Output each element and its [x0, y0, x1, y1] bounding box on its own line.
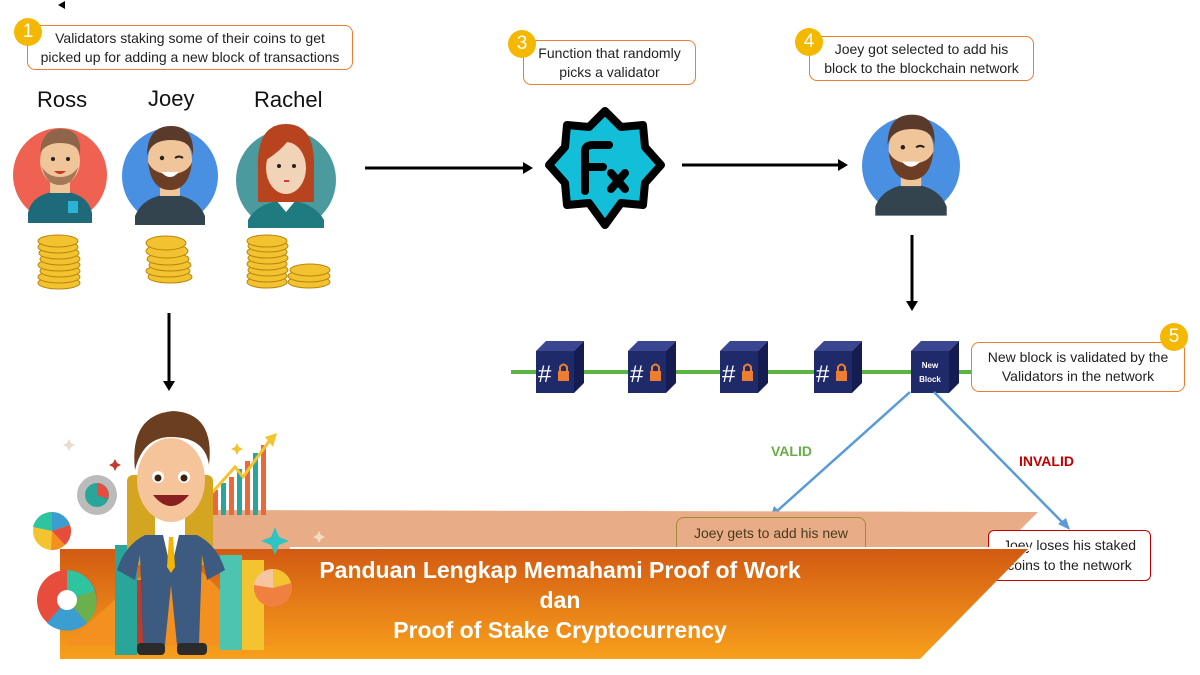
lock-icon	[650, 371, 661, 381]
step5-text: New block is validated by the Validators…	[987, 349, 1169, 384]
lock-icon	[742, 371, 753, 381]
step4-badge: 4	[795, 28, 823, 56]
hash-symbol: #	[722, 361, 736, 388]
title-banner	[60, 549, 1028, 659]
step5-badge: 5	[1160, 323, 1188, 351]
joey-coin-stack-icon	[145, 235, 193, 284]
ross-coin-stack-icon	[37, 234, 81, 290]
banner-title: Panduan Lengkap Memahami Proof of Work d…	[300, 555, 820, 645]
lock-icon	[836, 371, 847, 381]
valid-label: VALID	[771, 443, 812, 459]
arrow-to-selected	[682, 159, 848, 171]
step4-text: Joey got selected to add his block to th…	[824, 40, 1019, 76]
hash-symbol: #	[816, 361, 830, 388]
step1-text: Validators staking some of their coins t…	[40, 29, 340, 65]
new-block-label-line2: Block	[919, 375, 941, 384]
rachel-avatar	[236, 124, 336, 228]
joey-avatar	[122, 126, 218, 225]
step3-callout: Function that randomly picks a validator	[523, 40, 696, 85]
play-marker-icon	[58, 1, 65, 9]
invalid-outcome-text: Joey loses his staked coins to the netwo…	[1002, 537, 1137, 573]
arrow-to-new-block	[906, 235, 918, 311]
new-block-label-line1: New	[922, 361, 939, 370]
hash-symbol: #	[630, 361, 644, 388]
validator-name-joey: Joey	[148, 86, 195, 111]
step5-callout: New block is validated by the Validators…	[971, 342, 1185, 392]
function-fx-icon	[545, 107, 665, 229]
invalid-label: INVALID	[1019, 453, 1074, 469]
validator-name-ross: Ross	[37, 87, 88, 112]
step3-text: Function that randomly picks a validator	[538, 44, 681, 80]
block-3: #	[720, 341, 768, 393]
lock-icon	[558, 371, 569, 381]
block-1: #	[536, 341, 584, 393]
arrow-to-function	[365, 162, 533, 174]
banner-back-band	[200, 510, 1038, 550]
ross-avatar	[13, 128, 107, 223]
step1-badge: 1	[14, 18, 42, 46]
block-4: #	[814, 341, 862, 393]
arrow-down-left	[163, 313, 175, 391]
businessman-illustration	[33, 411, 325, 655]
hash-symbol: #	[538, 361, 552, 388]
banner-title-line2: Proof of Stake Cryptocurrency	[393, 617, 727, 643]
step1-callout: Validators staking some of their coins t…	[27, 25, 353, 70]
selected-joey-avatar	[862, 114, 960, 216]
rachel-coin-stack-icon	[246, 234, 331, 289]
validator-name-rachel: Rachel	[254, 87, 323, 112]
block-2: #	[628, 341, 676, 393]
banner-title-line1: Panduan Lengkap Memahami Proof of Work d…	[319, 557, 801, 613]
step3-badge: 3	[508, 30, 536, 58]
step4-callout: Joey got selected to add his block to th…	[809, 36, 1034, 81]
